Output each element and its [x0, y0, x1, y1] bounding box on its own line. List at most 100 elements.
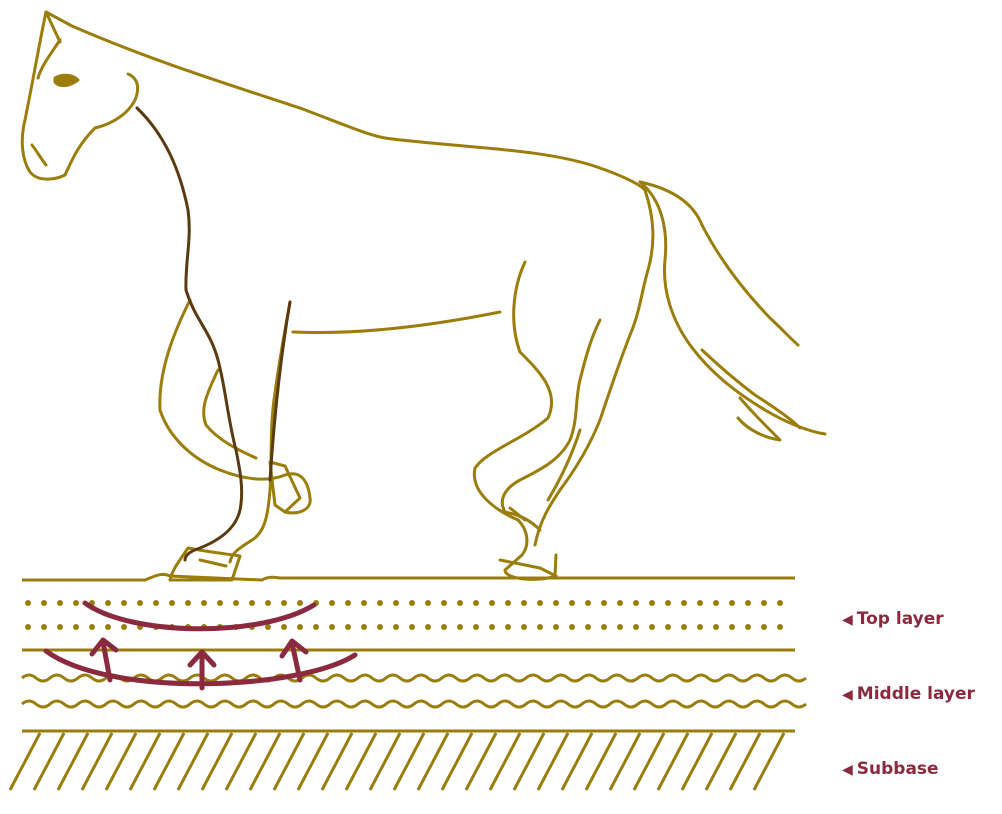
subbase-hatch-line [202, 733, 232, 790]
top-layer-dot [777, 624, 783, 630]
top-layer-dot [777, 600, 783, 606]
subbase-hatch-line [82, 733, 112, 790]
subbase-hatch-line [178, 733, 208, 790]
top-layer-dot [457, 600, 463, 606]
top-layer-dot [473, 600, 479, 606]
top-layer-dot [729, 624, 735, 630]
top-layer-dot [393, 624, 399, 630]
subbase-hatch-line [706, 733, 736, 790]
top-layer-dot [361, 600, 367, 606]
top-layer-dot [41, 600, 47, 606]
top-layer-dot [249, 600, 255, 606]
top-layer-dot [25, 624, 31, 630]
subbase-hatch-line [298, 733, 328, 790]
subbase-hatching [10, 733, 784, 790]
top-layer-dot [185, 600, 191, 606]
top-layer-dot [601, 624, 607, 630]
top-layer-dot [201, 600, 207, 606]
top-layer-dot [121, 600, 127, 606]
top-layer-dot [297, 600, 303, 606]
middle-layer-wave-2 [22, 701, 806, 707]
top-layer-dot [665, 624, 671, 630]
top-layer-dot [377, 624, 383, 630]
top-layer-dot [137, 600, 143, 606]
top-layer-dot [697, 624, 703, 630]
top-layer-label: ◀Top layer [842, 609, 944, 630]
top-layer-dot [505, 624, 511, 630]
subbase-hatch-line [10, 733, 40, 790]
top-layer-text: Top layer [857, 609, 944, 629]
top-layer-dot [25, 600, 31, 606]
top-layer-dot [441, 624, 447, 630]
top-layer-dot [761, 600, 767, 606]
subbase-hatch-line [538, 733, 568, 790]
subbase-hatch-line [514, 733, 544, 790]
subbase-hatch-line [562, 733, 592, 790]
top-layer-dot [105, 600, 111, 606]
top-layer-dot [313, 624, 319, 630]
subbase-hatch-line [250, 733, 280, 790]
subbase-hatch-line [490, 733, 520, 790]
top-layer-dot [537, 600, 543, 606]
subbase-hatch-line [754, 733, 784, 790]
top-layer-dot [441, 600, 447, 606]
upper-force-arc [85, 603, 314, 629]
subbase-hatch-line [130, 733, 160, 790]
subbase-hatch-line [610, 733, 640, 790]
subbase-hatch-line [322, 733, 352, 790]
subbase-hatch-line [370, 733, 400, 790]
top-layer-dot [521, 624, 527, 630]
top-layer-dot [617, 600, 623, 606]
top-layer-dot [57, 600, 63, 606]
top-layer-dot [649, 624, 655, 630]
top-layer-dot [457, 624, 463, 630]
top-layer-dot [153, 600, 159, 606]
top-layer-dot [425, 624, 431, 630]
horse-illustration [22, 12, 825, 580]
top-layer-dot [361, 624, 367, 630]
top-layer-dot [393, 600, 399, 606]
top-layer-dot [41, 624, 47, 630]
top-layer-dot [649, 600, 655, 606]
top-layer-dot [633, 624, 639, 630]
top-layer-dot [521, 600, 527, 606]
top-layer-dot [265, 600, 271, 606]
subbase-hatch-line [634, 733, 664, 790]
top-layer-dot [585, 624, 591, 630]
top-layer-dot [745, 624, 751, 630]
triangle-left-icon: ◀ [842, 760, 853, 780]
top-layer-dot [473, 624, 479, 630]
subbase-hatch-line [274, 733, 304, 790]
top-layer-dot [585, 600, 591, 606]
subbase-hatch-line [34, 733, 64, 790]
top-layer-dot [633, 600, 639, 606]
top-layer-dot [73, 600, 79, 606]
top-layer-dot [329, 600, 335, 606]
top-layer-dot [729, 600, 735, 606]
top-layer-dot [489, 624, 495, 630]
subbase-hatch-line [58, 733, 88, 790]
subbase-hatch-line [154, 733, 184, 790]
top-layer-dot [505, 600, 511, 606]
top-layer-dot [569, 600, 575, 606]
triangle-left-icon: ◀ [842, 610, 853, 630]
top-layer-dot [601, 600, 607, 606]
top-layer-dot [681, 600, 687, 606]
top-layer-dot [713, 600, 719, 606]
middle-layer-text: Middle layer [857, 684, 975, 704]
subbase-hatch-line [106, 733, 136, 790]
top-layer-dot [217, 600, 223, 606]
top-layer-dot [553, 624, 559, 630]
subbase-hatch-line [394, 733, 424, 790]
top-layer-dot [697, 600, 703, 606]
top-layer-dot [553, 600, 559, 606]
top-layer-dot [281, 624, 287, 630]
top-layer-dot [281, 600, 287, 606]
top-layer-dot [345, 600, 351, 606]
surface-top-line [22, 574, 795, 580]
top-layer-dot [569, 624, 575, 630]
top-layer-dot [121, 624, 127, 630]
triangle-left-icon: ◀ [842, 685, 853, 705]
subbase-hatch-line [658, 733, 688, 790]
